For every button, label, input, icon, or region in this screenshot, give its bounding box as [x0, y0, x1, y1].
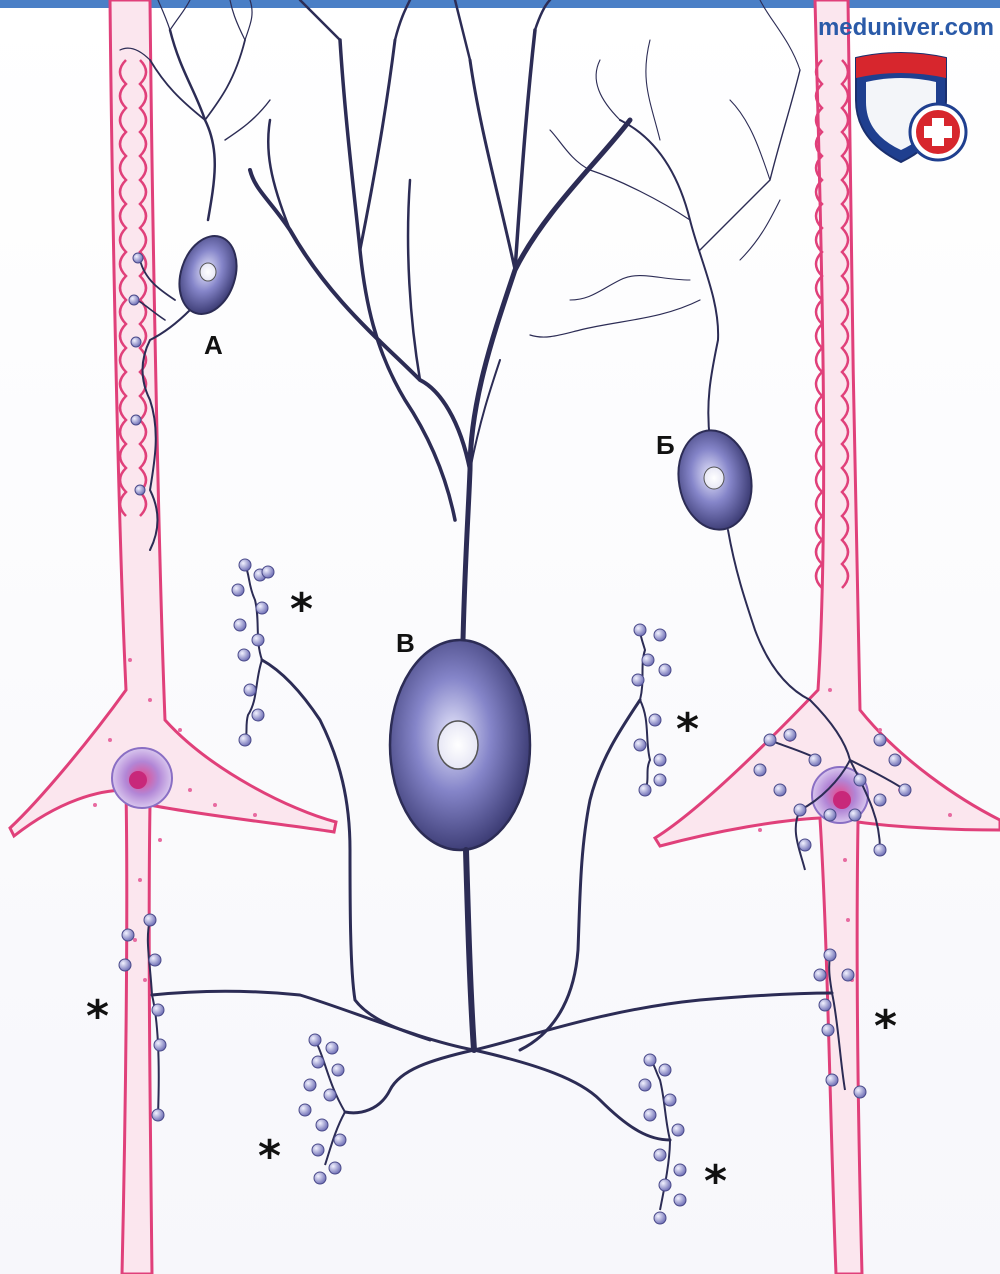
- asterisk-marker: *: [258, 1135, 281, 1179]
- asterisk-marker: *: [874, 1005, 897, 1049]
- neuron-v-soma: [390, 640, 530, 850]
- left-motor-neuron: [10, 0, 336, 1274]
- asterisk-marker: *: [86, 995, 109, 1039]
- label-b: Б: [656, 430, 675, 461]
- label-v: В: [396, 628, 415, 659]
- label-a: А: [204, 330, 223, 361]
- site-name[interactable]: meduniver.com: [818, 14, 994, 42]
- terminal-clusters: [148, 565, 905, 1210]
- neuron-v-dendrites: [250, 0, 630, 640]
- asterisk-marker: *: [676, 708, 699, 752]
- boutons: [119, 559, 911, 1224]
- neuron-b: [530, 0, 850, 760]
- asterisk-marker: *: [704, 1160, 727, 1204]
- asterisk-marker: *: [290, 588, 313, 632]
